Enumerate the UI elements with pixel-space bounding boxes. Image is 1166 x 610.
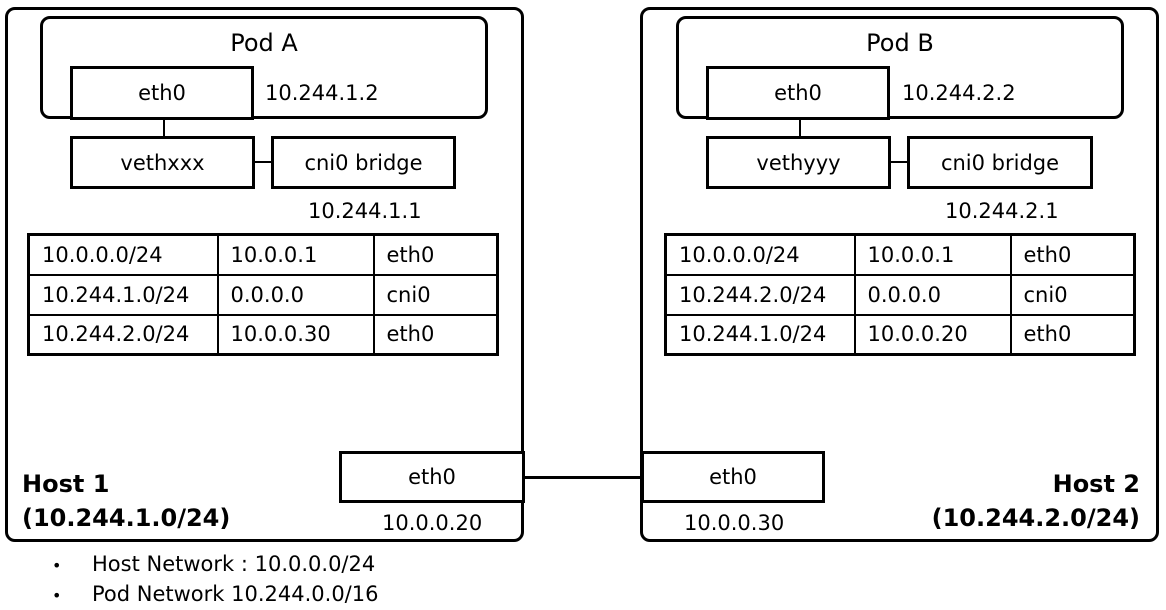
host-1-route-table: 10.0.0.0/24 10.0.0.1 eth0 10.244.1.0/24 … [27,233,499,356]
host-2-eth0-ip: 10.0.0.30 [684,511,785,535]
host-1-cni0-bridge: cni0 bridge [271,136,456,189]
bullet-icon: • [52,586,62,605]
route-gateway: 0.0.0.0 [216,273,375,316]
host-2-cni0-bridge: cni0 bridge [907,136,1093,189]
host-2-name: Host 2 [1052,470,1140,498]
pod-a-title: Pod A [230,29,298,57]
pod-a-ip: 10.244.1.2 [265,81,379,105]
route-interface: eth0 [372,313,499,356]
table-row: 10.0.0.0/24 10.0.0.1 eth0 [664,233,1136,276]
host-2-cidr: (10.244.2.0/24) [931,504,1140,532]
route-gateway: 10.0.0.1 [216,233,375,276]
route-interface: eth0 [372,233,499,276]
route-gateway: 10.0.0.30 [216,313,375,356]
host-1-bridge-ip: 10.244.1.1 [308,199,422,223]
host-1-veth-bridge-link [255,161,272,163]
host-2-veth: vethyyy [706,136,891,189]
network-notes: • Host Network : 10.0.0.0/24 • Pod Network… [52,550,378,610]
route-interface: cni0 [1009,273,1136,316]
host-1-eth0: eth0 [339,451,525,503]
host-2-route-table: 10.0.0.0/24 10.0.0.1 eth0 10.244.2.0/24 … [664,233,1136,356]
route-interface: eth0 [1009,233,1136,276]
host-1-name: Host 1 [22,470,110,498]
host-2-veth-bridge-link [891,161,908,163]
table-row: 10.0.0.0/24 10.0.0.1 eth0 [27,233,499,276]
route-destination: 10.244.1.0/24 [27,273,219,316]
route-destination: 10.244.1.0/24 [664,313,856,356]
host-1-veth: vethxxx [70,136,255,189]
pod-b-ip: 10.244.2.2 [902,81,1016,105]
route-interface: eth0 [1009,313,1136,356]
pod-a-veth-link [163,119,165,138]
host-2-bridge-ip: 10.244.2.1 [945,199,1059,223]
host-1-cidr: (10.244.1.0/24) [22,504,231,532]
route-gateway: 0.0.0.0 [853,273,1012,316]
pod-a-eth0: eth0 [70,66,254,120]
list-item: • Host Network : 10.0.0.0/24 [52,550,378,580]
pod-b-title: Pod B [866,29,934,57]
table-row: 10.244.1.0/24 0.0.0.0 cni0 [27,273,499,316]
route-interface: cni0 [372,273,499,316]
note-text: Pod Network 10.244.0.0/16 [92,582,379,606]
bullet-icon: • [52,556,62,575]
pod-b-veth-link [799,119,801,138]
pod-b-eth0: eth0 [706,66,890,120]
route-gateway: 10.0.0.20 [853,313,1012,356]
table-row: 10.244.2.0/24 0.0.0.0 cni0 [664,273,1136,316]
route-destination: 10.244.2.0/24 [664,273,856,316]
list-item: • Pod Network 10.244.0.0/16 [52,580,378,610]
table-row: 10.244.1.0/24 10.0.0.20 eth0 [664,313,1136,356]
host-1-eth0-ip: 10.0.0.20 [382,511,483,535]
route-gateway: 10.0.0.1 [853,233,1012,276]
host-2-eth0: eth0 [641,451,825,503]
route-destination: 10.0.0.0/24 [664,233,856,276]
route-destination: 10.0.0.0/24 [27,233,219,276]
route-destination: 10.244.2.0/24 [27,313,219,356]
note-text: Host Network : 10.0.0.0/24 [92,552,376,576]
table-row: 10.244.2.0/24 10.0.0.30 eth0 [27,313,499,356]
host-network-link [523,476,643,479]
